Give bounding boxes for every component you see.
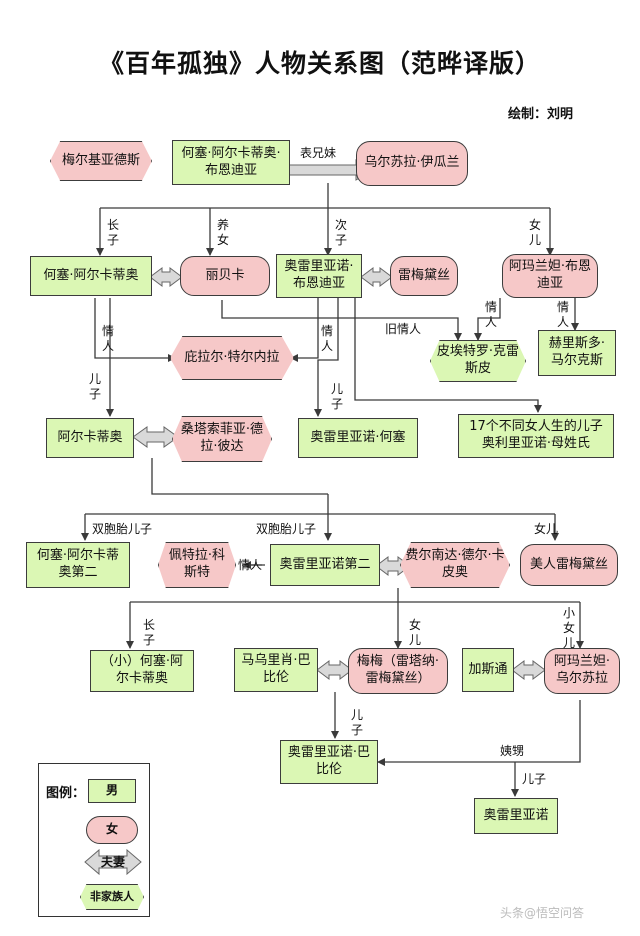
couple-arrow-gaston-amaranta [511,660,546,680]
node-seventeen-sons: 17个不同女人生的儿子奥利里亚诺·母姓氏 [458,414,614,458]
label-lover-aureliano-ii: 情人 [238,558,263,572]
node-aureliano-jose: 奥雷里亚诺·何塞 [298,418,418,458]
couple-arrow-mauricio-meme [316,660,353,680]
node-pilar: 庇拉尔·特尔内拉 [170,336,294,380]
label-twin-son-2: 双胞胎儿子 [256,522,317,536]
label-daughter: 女儿 [528,218,541,247]
node-amaranta: 阿玛兰妲·布恩迪亚 [502,254,598,298]
node-remedios: 雷梅黛丝 [390,256,458,296]
label-eldest-son-2: 长子 [142,618,155,647]
couple-arrow-arcadio-santasofia [132,426,179,448]
node-mauricio: 马乌里肖·巴比伦 [234,648,318,692]
couple-arrow-aureliano-remedios [360,267,393,287]
node-petra: 佩特拉·科斯特 [158,542,236,588]
label-cousins: 表兄妹 [300,146,337,160]
label-son-arcadio: 儿子 [88,372,101,401]
label-daughter-beauty: 女儿 [534,522,559,536]
node-aureliano-ii: 奥雷里亚诺第二 [270,544,380,586]
label-old-lover: 旧情人 [385,322,422,336]
node-aureliano: 奥雷里亚诺·布恩迪亚 [276,254,362,298]
diagram-title: 《百年孤独》人物关系图（范晔译版） [98,49,541,78]
node-rebeca: 丽贝卡 [180,256,270,296]
label-lover-aureliano: 情人 [320,324,333,353]
legend-female: 女 [86,816,138,844]
node-melquiades: 梅尔基亚德斯 [50,141,152,181]
node-remedios-beauty: 美人雷梅黛丝 [520,544,618,586]
label-son-last: 儿子 [522,772,547,786]
label-lover-amaranta-2: 情人 [556,300,569,329]
node-aureliano-last: 奥雷里亚诺 [474,798,558,834]
node-ursula: 乌尔苏拉·伊瓜兰 [356,141,468,186]
node-pietro: 皮埃特罗·克雷斯皮 [430,340,526,382]
node-fernanda: 费尔南达·德尔·卡皮奥 [400,542,510,588]
node-jose-arcadio: 何塞·阿尔卡蒂奥 [30,256,152,296]
label-eldest-son: 长子 [106,218,119,247]
node-santa-sofia: 桑塔索菲亚·德拉·彼达 [172,416,272,462]
couple-arrow-jose-rebeca [149,267,183,287]
legend-title: 图例： [46,786,86,801]
label-adopted-daughter: 养女 [216,218,229,247]
label-nephew-aunt: 姨甥 [500,744,525,758]
label-son-aureliano-jose: 儿子 [330,382,343,411]
watermark: 头条@悟空问答 [500,906,585,920]
node-arcadio: 阿尔卡蒂奥 [46,418,134,458]
node-herbert: 赫里斯多·马尔克斯 [538,330,616,376]
legend-non-family: 非家族人 [80,884,144,910]
node-little-jose: （小）何塞·阿尔卡蒂奥 [90,650,194,692]
label-son-babilonia: 儿子 [350,708,363,737]
author-credit: 绘制：刘明 [508,107,574,122]
node-jose-arcadio-ii: 何塞·阿尔卡蒂奥第二 [26,542,130,588]
label-lover-jose: 情人 [101,324,114,353]
label-youngest-daughter: 小女儿 [562,606,575,650]
legend-male: 男 [88,779,136,803]
legend-panel [38,763,150,917]
legend-couple: 夫妻 [101,855,126,869]
label-daughter-meme: 女儿 [408,618,421,647]
label-twin-son-1: 双胞胎儿子 [92,522,153,536]
label-second-son: 次子 [334,218,347,247]
node-aureliano-babilonia: 奥雷里亚诺·巴比伦 [280,740,378,784]
node-jose-arcadio-buendia: 何塞·阿尔卡蒂奥·布恩迪亚 [172,140,290,185]
node-amaranta-ursula: 阿玛兰妲·乌尔苏拉 [544,648,620,694]
legend-couple-arrow [84,848,142,876]
label-lover-amaranta-1: 情人 [484,300,497,329]
node-meme: 梅梅（雷塔纳·雷梅黛丝） [348,648,448,694]
node-gaston: 加斯通 [462,648,514,692]
